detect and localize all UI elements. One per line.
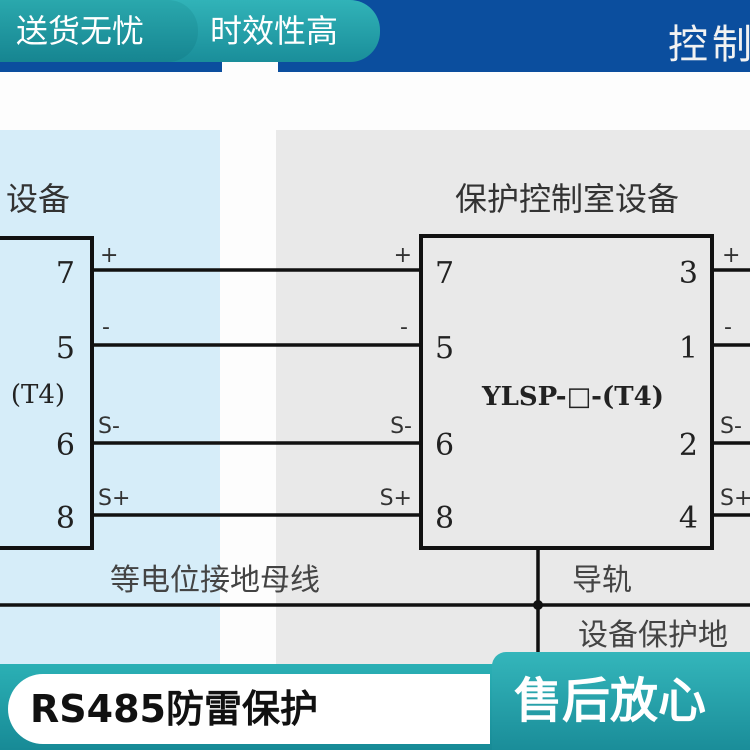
left-pin: 6 bbox=[56, 428, 75, 463]
left-pin: 5 bbox=[56, 331, 75, 366]
device-left-pin: 6 bbox=[435, 428, 454, 463]
signal-label: - bbox=[400, 315, 408, 340]
device-left-pin: 8 bbox=[435, 501, 454, 536]
signal-label: + bbox=[394, 243, 412, 268]
left-panel-title: 设备 bbox=[6, 180, 70, 218]
signal-label: S- bbox=[98, 414, 120, 439]
left-device-label: (T4) bbox=[11, 380, 65, 410]
device-left-pin: 5 bbox=[435, 331, 454, 366]
signal-label: S+ bbox=[720, 486, 750, 511]
signal-label: + bbox=[722, 243, 740, 268]
device-left-pin: 7 bbox=[435, 256, 454, 291]
feature-banner: RS485防雷保护 bbox=[8, 674, 490, 744]
field-device-panel bbox=[0, 130, 220, 670]
control-room-panel bbox=[276, 130, 750, 670]
device-model: YLSP-□-(T4) bbox=[481, 382, 664, 412]
device-right-pin: 1 bbox=[679, 331, 698, 366]
device-right-pin: 4 bbox=[679, 501, 698, 536]
field-device-box bbox=[0, 236, 94, 550]
left-pin: 8 bbox=[56, 501, 75, 536]
surge-protector-box bbox=[419, 234, 714, 550]
signal-label: S- bbox=[390, 414, 412, 439]
header-notch bbox=[222, 62, 278, 74]
left-pin: 7 bbox=[56, 256, 75, 291]
badge-delivery: 送货无忧 bbox=[0, 0, 198, 62]
protective-ground-label: 设备保护地 bbox=[578, 618, 728, 653]
signal-label: - bbox=[102, 315, 110, 340]
junction-dot bbox=[533, 600, 543, 610]
rail-label: 导轨 bbox=[572, 563, 632, 598]
right-panel-title: 保护控制室设备 bbox=[455, 180, 679, 218]
device-right-pin: 3 bbox=[679, 256, 698, 291]
signal-label: + bbox=[100, 243, 118, 268]
ground-bus-label: 等电位接地母线 bbox=[110, 563, 320, 598]
signal-label: - bbox=[724, 315, 732, 340]
signal-label: S+ bbox=[98, 486, 130, 511]
signal-label: S- bbox=[720, 414, 742, 439]
device-right-pin: 2 bbox=[679, 428, 698, 463]
signal-label: S+ bbox=[380, 486, 412, 511]
header-title: 控制 bbox=[668, 22, 750, 68]
service-banner: 售后放心 bbox=[492, 652, 750, 750]
